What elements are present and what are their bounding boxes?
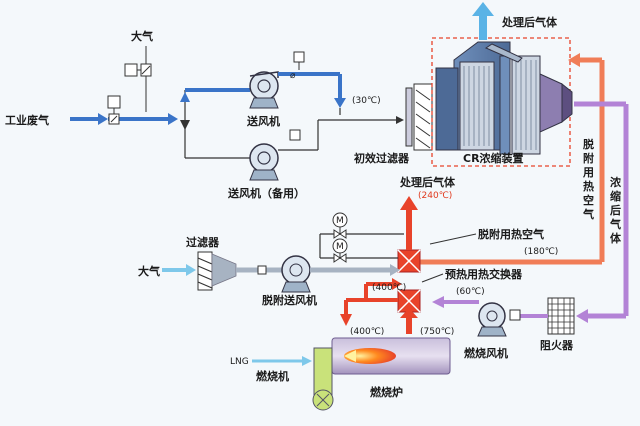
- desorption-filter: [197, 251, 213, 291]
- desorption-fan: [281, 255, 311, 293]
- desorption-fan-outlet: [310, 264, 400, 276]
- waste-gas-inlet-line: [70, 113, 178, 125]
- standby-supply-fan-label: 送风机（备用）: [227, 186, 305, 200]
- combustion-furnace: [331, 337, 451, 375]
- treated-gas-top-label: 处理后气体: [501, 15, 558, 29]
- motor-valve-bottom: M: [332, 238, 348, 263]
- temp-400-lower: (400℃): [350, 327, 384, 337]
- primary-filter-label: 初效过滤器: [354, 151, 410, 165]
- desorption-fan-label: 脱附送风机: [262, 293, 317, 307]
- treated-gas-mid-label: 处理后气体: [399, 175, 456, 189]
- temp-750: (750℃): [420, 327, 454, 337]
- fan-outlet-damper: ⌀: [290, 51, 305, 81]
- motor-symbol-top: M: [336, 216, 344, 226]
- supply-fan-label: 送风机: [246, 114, 280, 128]
- preheat-heat-exchanger: [397, 249, 421, 313]
- lng-feed-arrow: [252, 356, 312, 366]
- filter-to-fan-duct: [211, 253, 282, 287]
- atmosphere-left-label: 大气: [138, 264, 160, 278]
- fan-outlet-line: [278, 72, 346, 108]
- temp-400-upper: (400℃): [372, 283, 406, 293]
- cr-concentrator-unit: [435, 41, 573, 155]
- splitter-lines: [180, 88, 250, 159]
- flame-arrester: [547, 297, 575, 335]
- furnace-hot-gas-return: [340, 278, 402, 326]
- temp-180: (180℃): [524, 247, 558, 257]
- motor-valve-top: M: [332, 212, 348, 239]
- burner-fan-label: 燃烧风机: [463, 346, 508, 360]
- cr-concentrator-label: CR浓缩装置: [463, 151, 524, 165]
- hot-air-pointer: [429, 233, 477, 245]
- flame-arrester-label: 阻火器: [540, 338, 574, 352]
- lng-label: LNG: [230, 357, 249, 367]
- furnace-label: 燃烧炉: [369, 385, 403, 399]
- atmosphere-damper: [124, 46, 152, 112]
- temp-30: (30℃): [352, 96, 381, 106]
- desorption-hot-air-label: 脱附用热空气: [478, 227, 544, 241]
- fresh-air-inlet-arrow: [162, 264, 196, 276]
- furnace-up-flow: [400, 308, 418, 334]
- filter-label: 过滤器: [186, 235, 220, 249]
- burner-label: 燃烧机: [255, 369, 289, 383]
- motor-symbol-bottom: M: [336, 242, 344, 252]
- primary-filter: [405, 83, 433, 151]
- inlet-damper: [107, 95, 121, 125]
- atmosphere-top-label: 大气: [131, 29, 153, 43]
- concentrated-gas-vertical-label: 浓缩后气体: [609, 175, 622, 245]
- standby-supply-fan: [249, 143, 279, 181]
- damper-symbol: ⌀: [290, 71, 296, 81]
- burner-fan-to-exchanger: [432, 296, 479, 308]
- supply-fan: [249, 71, 279, 109]
- temp-60: (60℃): [456, 287, 485, 297]
- to-filter-line: [318, 108, 404, 124]
- burner-unit: [312, 347, 334, 411]
- treated-gas-mid-arrow: [400, 196, 418, 250]
- temp-240: (240℃): [418, 191, 452, 201]
- preheat-exchanger-label: 预热用热交换器: [445, 267, 523, 281]
- treated-gas-exhaust-arrow: [472, 2, 494, 40]
- concentrated-gas-path: [574, 101, 629, 323]
- desorption-hot-air-path: [420, 53, 605, 265]
- standby-fan-outlet: [278, 120, 319, 151]
- industrial-waste-gas-label: 工业废气: [5, 113, 49, 127]
- desorption-hot-air-vertical-label: 脱附用热空气: [582, 137, 594, 221]
- burner-fan: [477, 302, 548, 337]
- preheat-pointer: [421, 273, 444, 283]
